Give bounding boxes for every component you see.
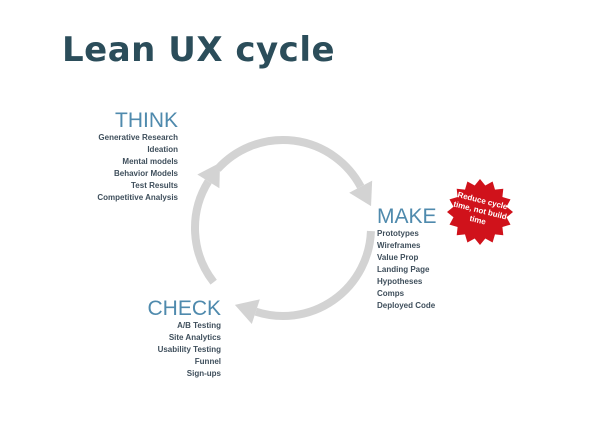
check-item: A/B Testing [177, 321, 221, 330]
think-heading: THINK [115, 109, 178, 132]
think-section: THINK Generative Research Ideation Menta… [97, 110, 178, 204]
slide-title: Lean UX cycle [62, 30, 336, 70]
make-item: Wireframes [377, 241, 421, 250]
make-item: Hypotheses [377, 277, 423, 286]
think-item: Competitive Analysis [97, 193, 178, 202]
arrow-make-to-check [254, 230, 375, 320]
arrow-think-to-make [214, 136, 365, 189]
think-item: Behavior Models [113, 169, 178, 178]
check-item: Sign-ups [186, 369, 221, 378]
arrow-check-to-think [191, 179, 217, 285]
make-item: Landing Page [377, 265, 430, 274]
arrowhead-icon [234, 299, 260, 325]
make-heading: MAKE [377, 205, 437, 228]
check-item: Site Analytics [168, 333, 221, 342]
check-heading: CHECK [147, 297, 221, 320]
think-item: Generative Research [98, 133, 178, 142]
arrowhead-icon [197, 162, 221, 189]
arrowhead-icon [349, 180, 373, 207]
check-section: CHECK A/B Testing Site Analytics Usabili… [147, 298, 221, 380]
make-item: Deployed Code [377, 301, 436, 310]
check-item: Funnel [194, 357, 221, 366]
starburst-badge-icon [447, 179, 513, 245]
think-item: Ideation [147, 145, 178, 154]
think-list: Generative Research Ideation Mental mode… [97, 132, 178, 204]
check-list: A/B Testing Site Analytics Usability Tes… [147, 320, 221, 380]
check-item: Usability Testing [157, 345, 221, 354]
make-item: Value Prop [377, 253, 419, 262]
think-item: Test Results [131, 181, 178, 190]
think-item: Mental models [122, 157, 178, 166]
make-item: Prototypes [377, 229, 419, 238]
make-section: MAKE Prototypes Wireframes Value Prop La… [377, 206, 437, 312]
make-list: Prototypes Wireframes Value Prop Landing… [377, 228, 437, 312]
make-item: Comps [377, 289, 405, 298]
